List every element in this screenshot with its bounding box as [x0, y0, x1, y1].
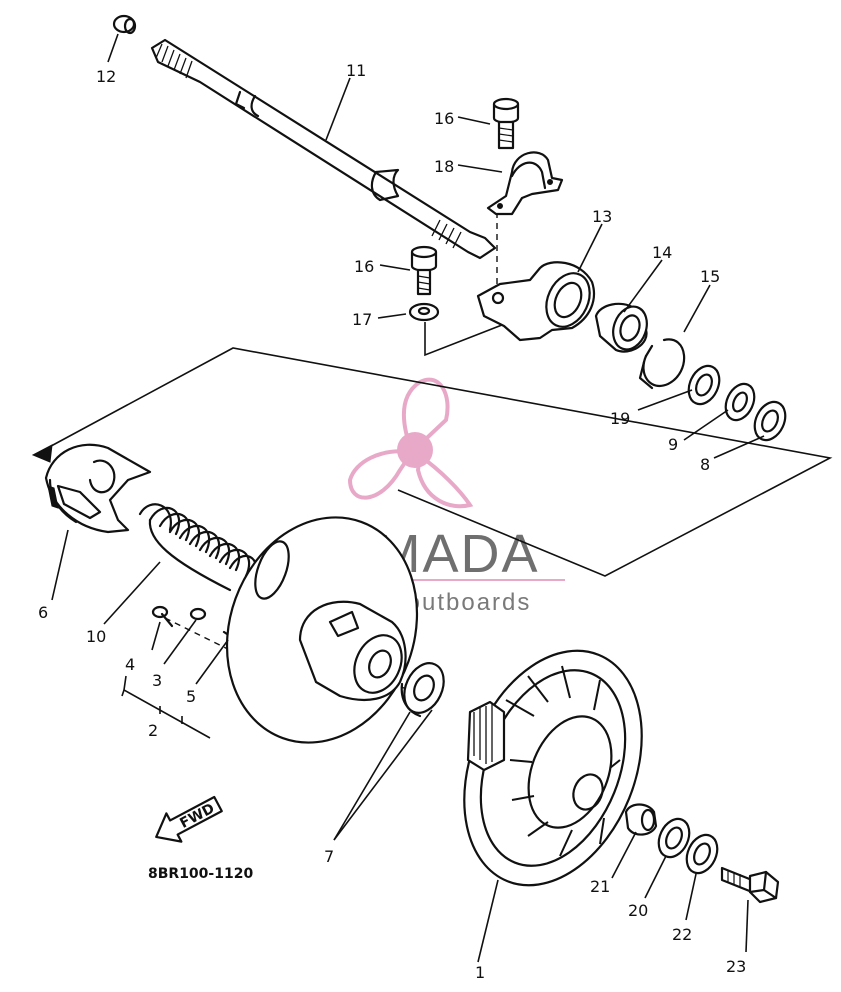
- part-20-washer: [657, 817, 691, 859]
- callout-4: 4: [125, 655, 135, 674]
- callout-19: 19: [610, 409, 630, 428]
- part-8-washer: [753, 400, 787, 442]
- part-10-spring: [138, 503, 258, 592]
- part-11-shaft: [150, 38, 497, 260]
- part-19-washer: [687, 364, 721, 406]
- part-22-washer: [685, 833, 719, 875]
- border-arrow-icon: [31, 444, 53, 463]
- callout-2: 2: [148, 721, 158, 740]
- leader-lines: [51, 33, 765, 963]
- part-3-washer: [189, 607, 207, 621]
- part-9-washer: [724, 382, 756, 422]
- part-6-spider: [44, 443, 152, 534]
- part-4-screw: [151, 605, 174, 628]
- callout-20: 20: [628, 901, 648, 920]
- part-13-bearing-housing: [476, 261, 596, 342]
- callout-15: 15: [700, 267, 720, 286]
- callout-10: 10: [86, 627, 106, 646]
- washer-link-line: [424, 317, 521, 357]
- assembly-border-line: [39, 347, 833, 577]
- callout-21: 21: [590, 877, 610, 896]
- callout-23: 23: [726, 957, 746, 976]
- callout-14: 14: [652, 243, 672, 262]
- callout-12: 12: [96, 67, 116, 86]
- part-18-clamp: [486, 151, 564, 216]
- callout-3: 3: [152, 671, 162, 690]
- part-7-bushing: [400, 662, 445, 718]
- callout-1: 1: [475, 963, 485, 982]
- callout-16-lower: 16: [354, 257, 374, 276]
- callout-8: 8: [700, 455, 710, 474]
- part-14-bearing: [594, 302, 648, 353]
- callout-13: 13: [592, 207, 612, 226]
- part-12-cap: [112, 14, 137, 35]
- part-16-bolt-upper: [492, 97, 520, 150]
- callout-11: 11: [346, 61, 366, 80]
- part-16-bolt-lower: [410, 245, 438, 296]
- fwd-arrow: FWD: [155, 795, 223, 843]
- part-17-washer: [408, 302, 440, 322]
- diagram-code: 8BR100-1120: [148, 866, 253, 882]
- part-15-circlip: [638, 338, 686, 390]
- callout-5: 5: [186, 687, 196, 706]
- propeller-logo-icon: [347, 377, 474, 509]
- callout-22: 22: [672, 925, 692, 944]
- part-1-fixed-sheave: [463, 649, 643, 887]
- callout-16-upper: 16: [434, 109, 454, 128]
- part-21-collar: [624, 803, 658, 836]
- part-23-bolt: [720, 866, 780, 904]
- callout-17: 17: [352, 310, 372, 329]
- callout-9: 9: [668, 435, 678, 454]
- callout-18: 18: [434, 157, 454, 176]
- callout-labels: 1 2 3 4 5 6 7 8 9 10 11 12 13 14 15 16 1…: [38, 61, 746, 982]
- callout-7: 7: [324, 847, 334, 866]
- callout-6: 6: [38, 603, 48, 622]
- sliding-sheave: [225, 516, 419, 744]
